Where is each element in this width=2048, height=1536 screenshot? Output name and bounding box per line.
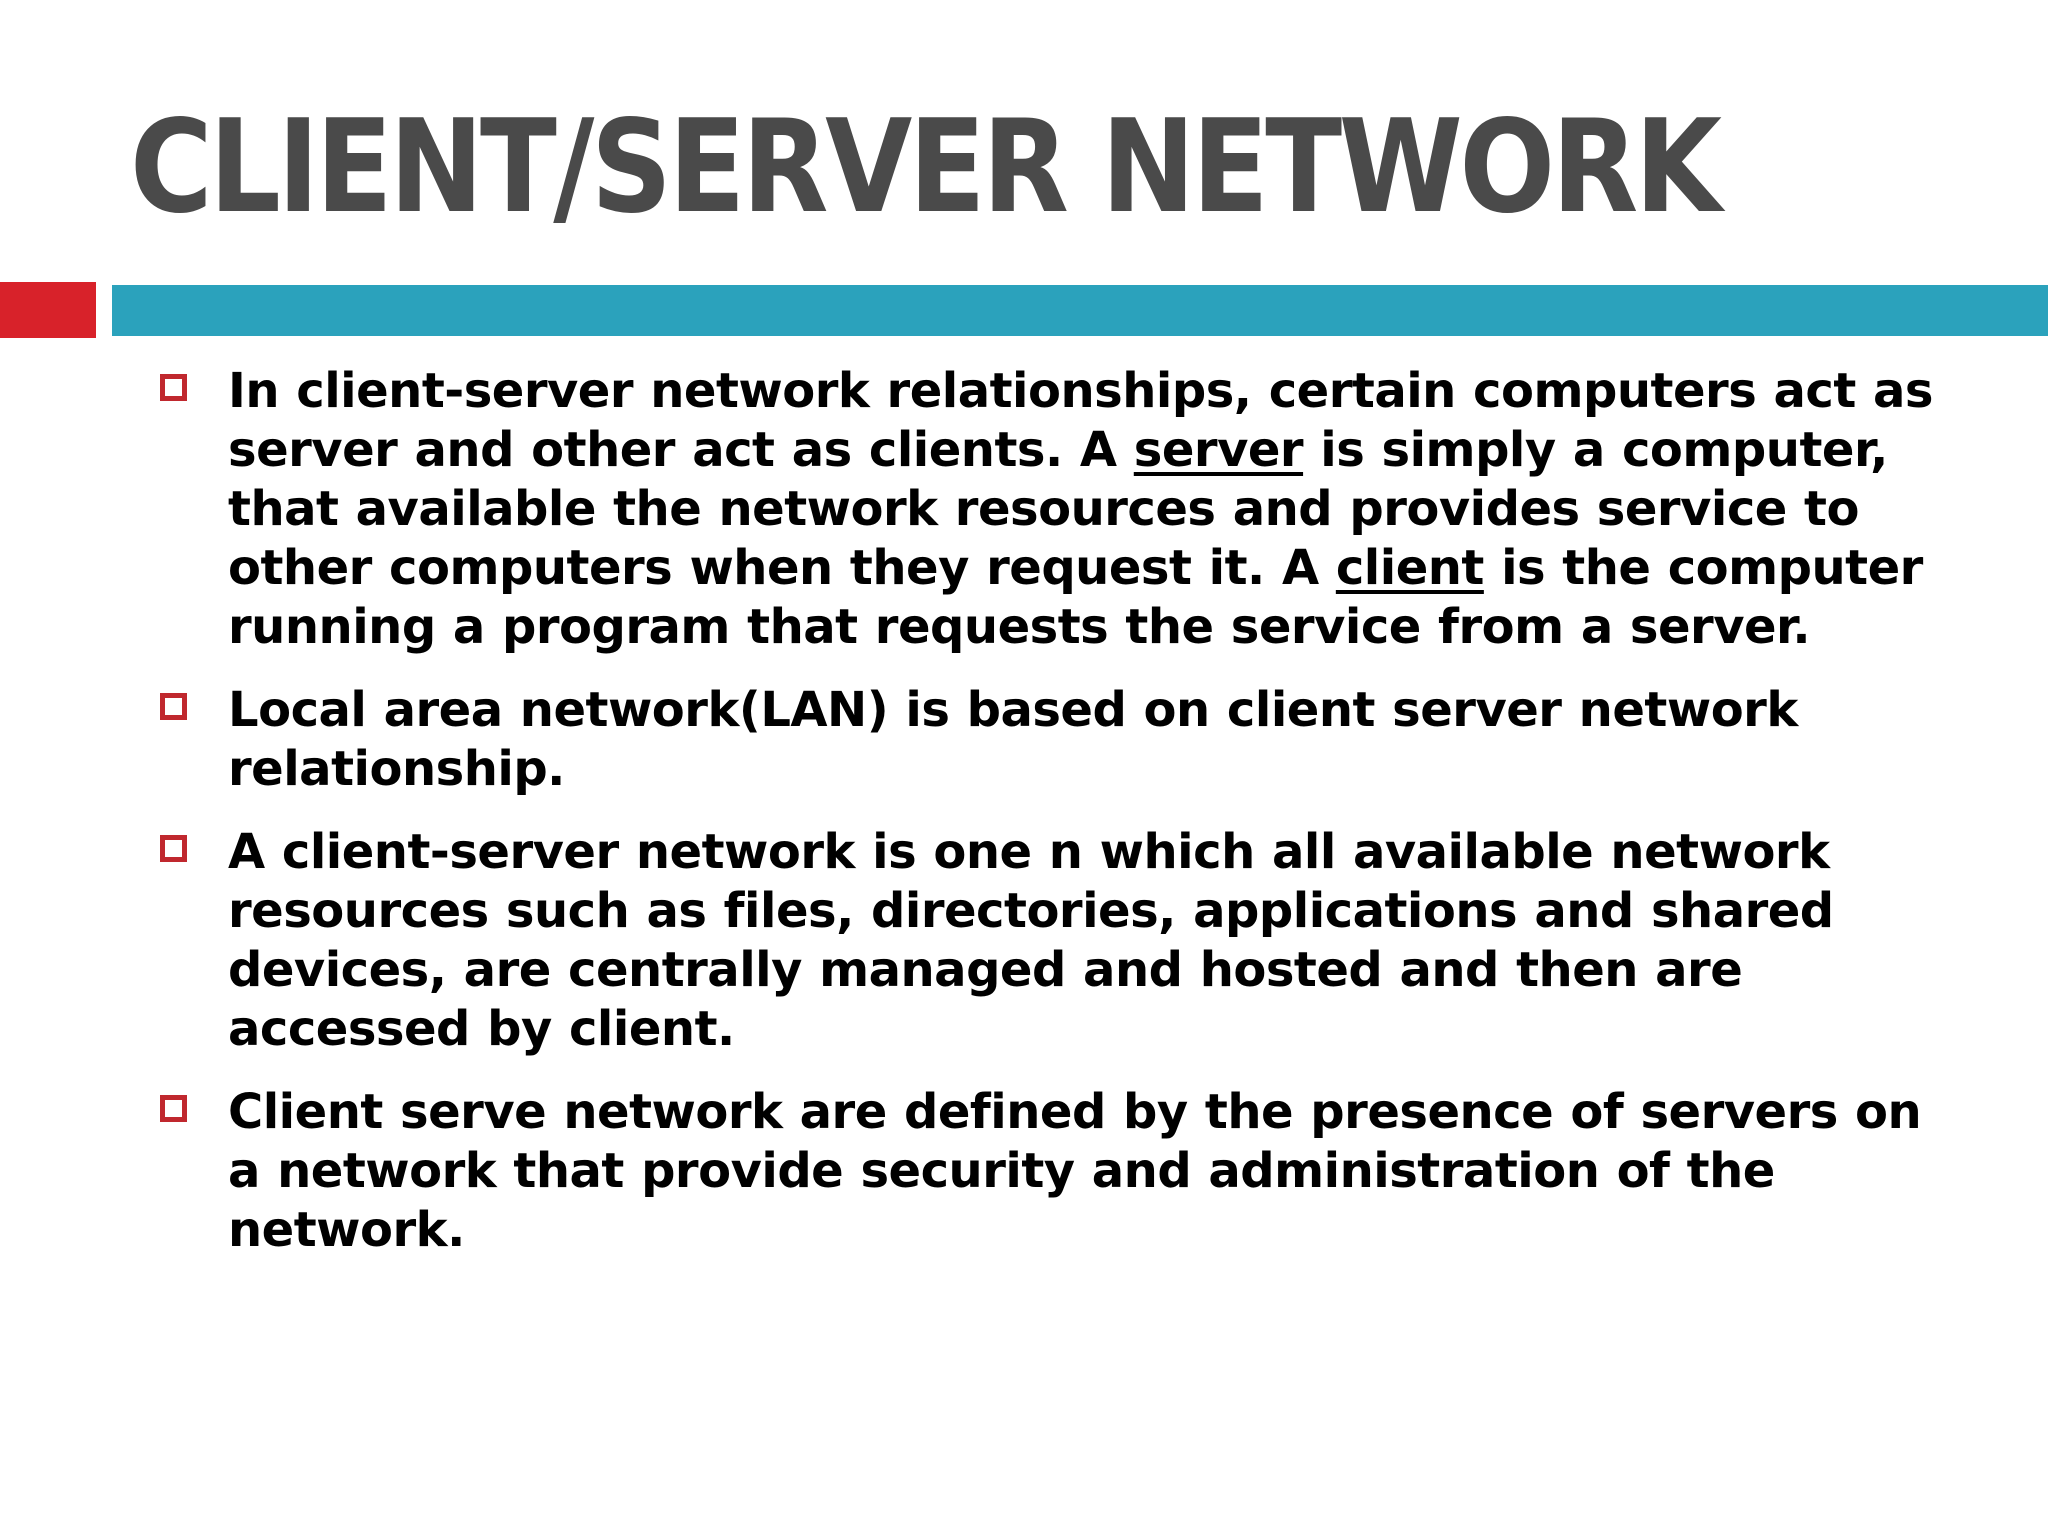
accent-teal-bar [112,285,2048,336]
bullet-list: In client-server network relationships, … [160,362,1950,1284]
underlined-term: client [1335,540,1485,596]
bullet-square-icon [160,1095,187,1122]
bullet-square-icon [160,693,187,720]
bullet-item: In client-server network relationships, … [160,362,1950,657]
text-segment: A client-server network is one n which a… [228,824,1834,1057]
accent-red-block [0,282,96,338]
text-segment: Local area network(LAN) is based on clie… [228,682,1798,797]
bullet-square-icon [160,835,187,862]
slide-title: CLIENT/SERVER NETWORK [130,93,1722,242]
bullet-text: In client-server network relationships, … [228,362,1950,657]
text-segment: is simply a computer, that available the… [228,422,1888,596]
bullet-text: Client serve network are defined by the … [228,1083,1950,1260]
bullet-item: A client-server network is one n which a… [160,823,1950,1059]
text-segment: In client-server network relationships, … [228,363,1933,478]
text-segment: Client serve network are defined by the … [228,1084,1922,1258]
text-segment: is the computer running a program that r… [228,540,1923,655]
bullet-item: Client serve network are defined by the … [160,1083,1950,1260]
bullet-text: Local area network(LAN) is based on clie… [228,681,1950,799]
bullet-item: Local area network(LAN) is based on clie… [160,681,1950,799]
bullet-text: A client-server network is one n which a… [228,823,1950,1059]
bullet-square-icon [160,374,187,401]
underlined-term: server [1133,422,1304,478]
